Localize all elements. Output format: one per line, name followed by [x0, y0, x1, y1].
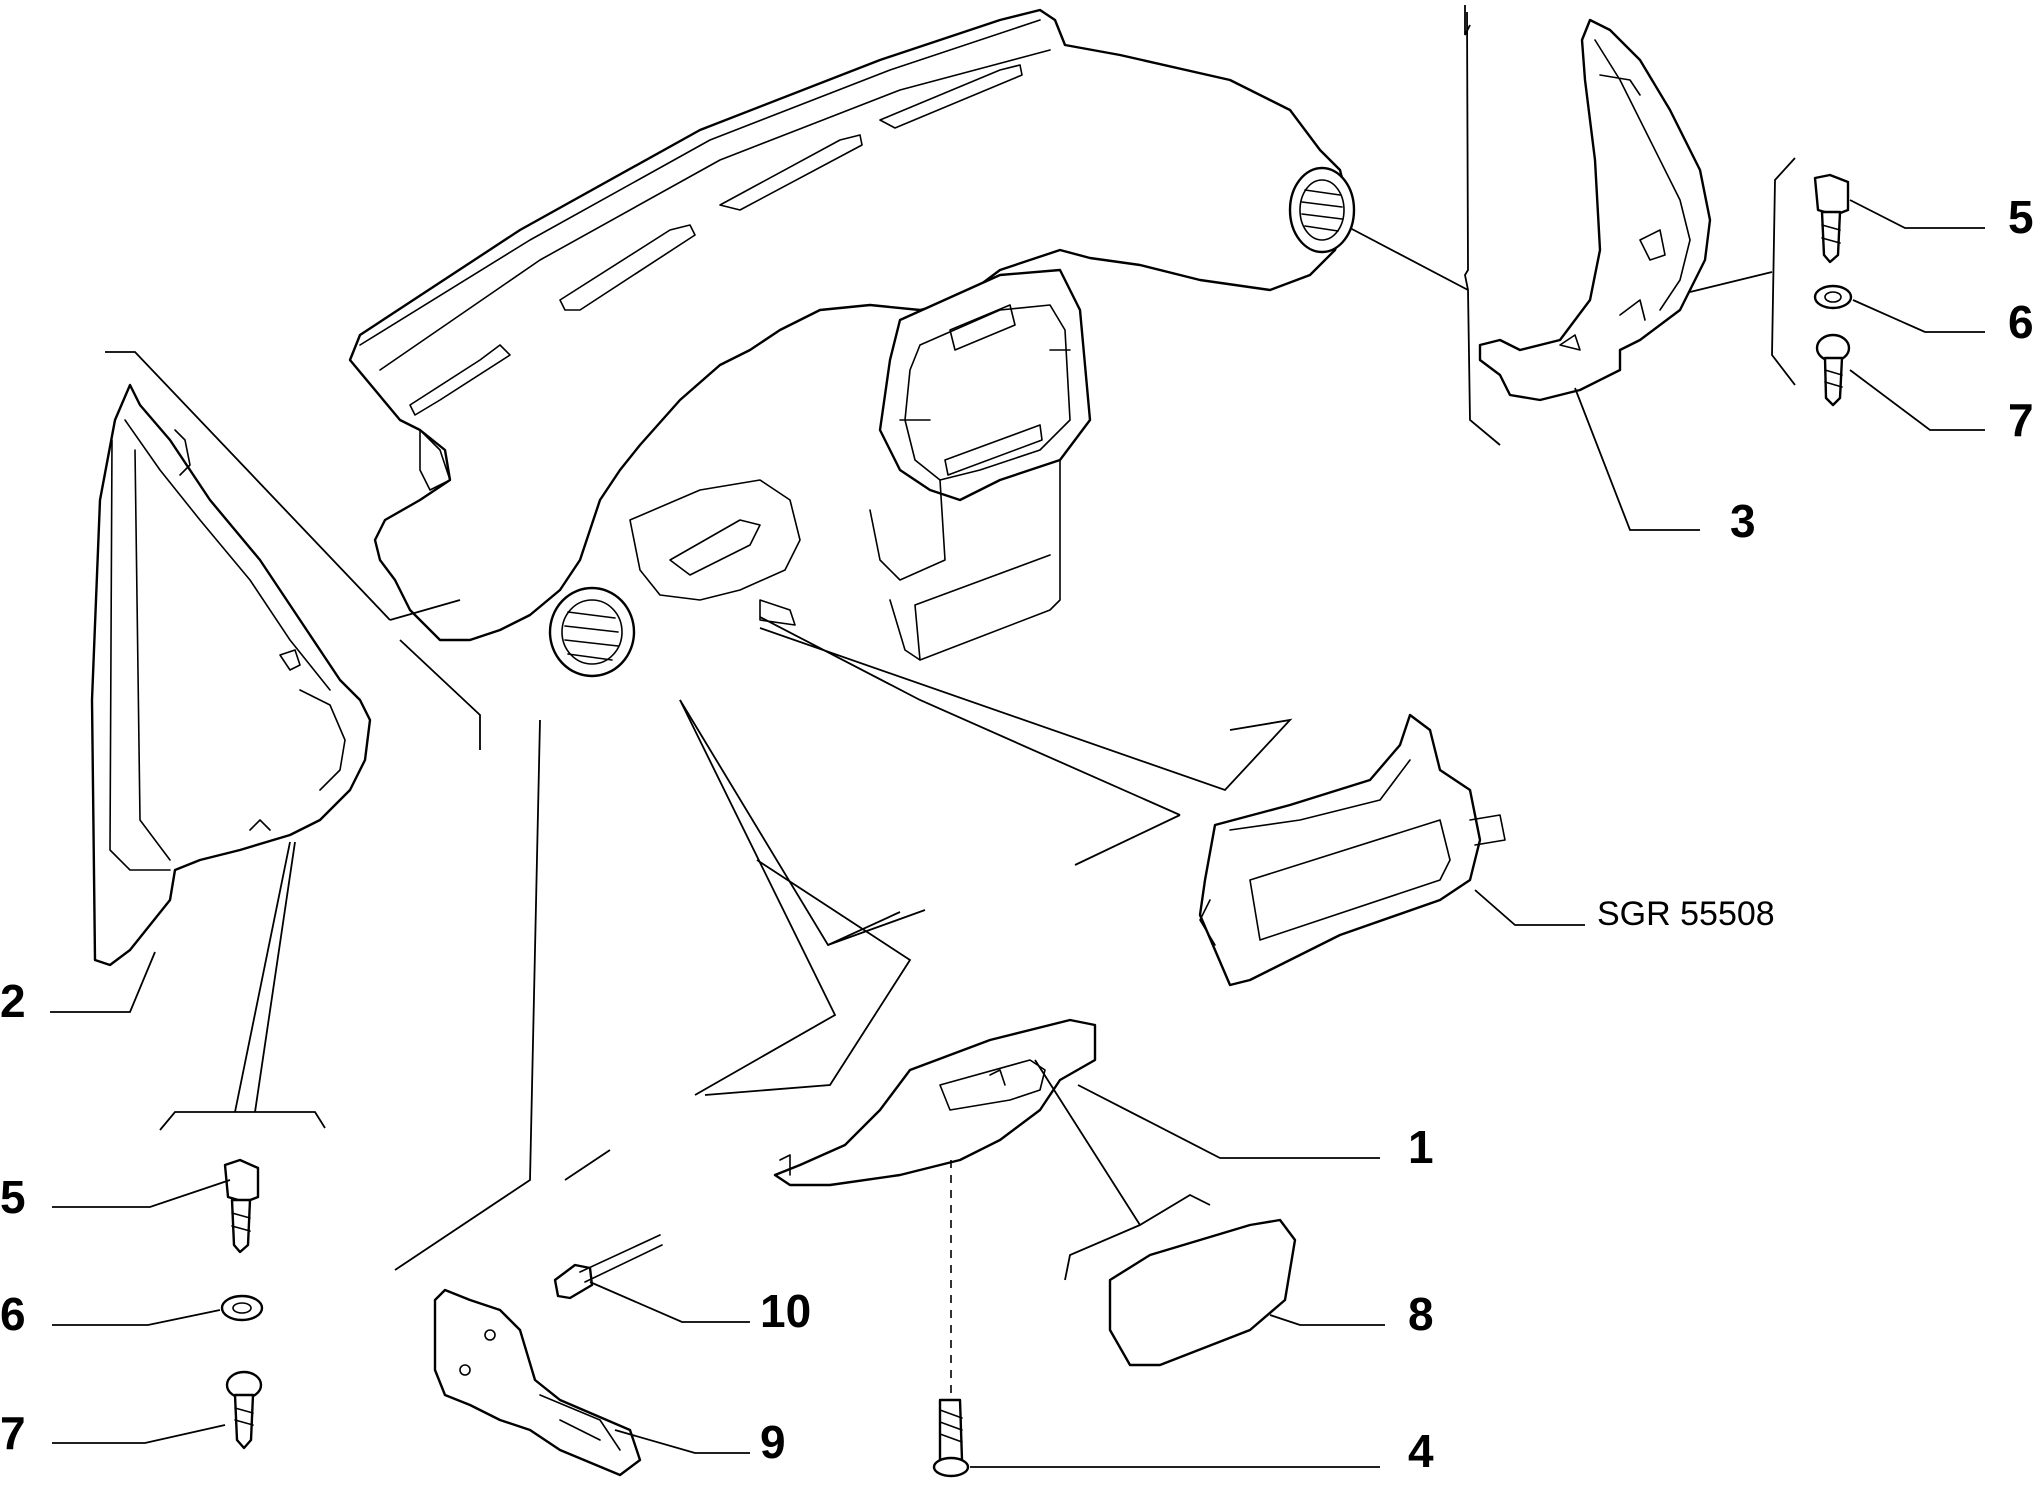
screw-5-left — [223, 1158, 260, 1254]
washer-6-left — [220, 1294, 264, 1322]
reference-label: SGR 55508 — [1597, 895, 1775, 933]
left-air-vent — [548, 586, 636, 678]
part-1-lower-panel — [773, 1018, 1097, 1187]
callout-6-left: 6 — [0, 1288, 26, 1340]
callout-labels: 1 2 3 4 5 6 7 5 6 7 8 9 10 SGR 55508 — [0, 191, 2034, 1477]
callout-5-left: 5 — [0, 1171, 26, 1223]
callout-8: 8 — [1408, 1288, 1434, 1340]
central-console-frame — [869, 268, 1092, 661]
part-10-rivet — [553, 1234, 663, 1300]
screw-7-right — [1815, 333, 1851, 407]
part-3-right-side-trim — [1478, 18, 1712, 402]
glovebox-sgr-55508 — [1198, 713, 1506, 987]
callout-6-right: 6 — [2008, 296, 2034, 348]
right-fastener-set — [1813, 173, 1853, 407]
callout-3: 3 — [1730, 495, 1756, 547]
callout-4: 4 — [1408, 1425, 1434, 1477]
part-8-lid — [1108, 1218, 1297, 1367]
screw-7-left — [225, 1370, 263, 1450]
right-air-vent — [1288, 166, 1356, 254]
grouping-lines — [105, 5, 1796, 1395]
callout-5-right: 5 — [2008, 191, 2034, 243]
part-9-bracket — [433, 1288, 642, 1477]
callout-9: 9 — [760, 1416, 786, 1468]
callout-leaders — [50, 199, 1985, 1468]
callout-10: 10 — [760, 1285, 811, 1337]
callout-7-left: 7 — [0, 1407, 26, 1459]
screw-5-right — [1813, 173, 1850, 264]
dashboard-assembly — [348, 8, 1356, 678]
washer-6-right — [1813, 284, 1853, 310]
part-2-left-side-trim — [90, 383, 372, 967]
callout-1: 1 — [1408, 1121, 1434, 1173]
left-fastener-set — [220, 1158, 264, 1450]
callout-2: 2 — [0, 975, 26, 1027]
part-4-screw — [932, 1398, 970, 1478]
callout-7-right: 7 — [2008, 394, 2034, 446]
